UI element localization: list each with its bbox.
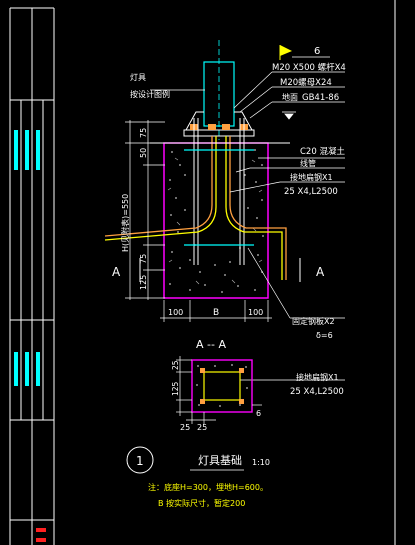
dim-25-a: 25 — [171, 360, 180, 370]
label-ground-steel: 接地扁钢X1 — [290, 172, 333, 182]
label-delta: δ=6 — [316, 331, 333, 340]
flag-marker — [279, 45, 330, 60]
dim-100-left: 100 — [168, 308, 183, 317]
dim-height: H(见附表)=550 — [120, 194, 130, 252]
leader-lines-top — [150, 71, 345, 119]
label-fix-plate: 固定钢板X2 — [292, 316, 335, 326]
dim-75-top: 75 — [139, 128, 148, 138]
note-1: 注：底座H=300，埋地H=600。 — [148, 482, 268, 492]
dim-6-plan: 6 — [256, 409, 261, 418]
label-concrete: C20 混凝土 — [300, 146, 345, 157]
anchor-bolts — [193, 118, 245, 265]
dim-b: B — [213, 308, 219, 318]
flag-number: 6 — [314, 46, 320, 57]
dim-50: 50 — [139, 148, 148, 158]
label-bolt: M20 X500 螺杆X4 — [272, 62, 346, 73]
label-ground: 地面 — [282, 92, 298, 102]
section-dimensions — [176, 356, 262, 424]
title-block-text — [14, 130, 46, 542]
leader-lines-right — [229, 157, 345, 381]
detail-circle — [126, 446, 154, 474]
dim-75-mid: 75 — [139, 254, 148, 264]
wire-pipe — [104, 136, 287, 280]
ground-symbol — [282, 111, 296, 120]
label-per-design: 按设计图例 — [130, 89, 170, 99]
label-lamp: 灯具 — [130, 72, 146, 82]
title-block — [9, 7, 55, 545]
label-nut: M20螺母X24 — [280, 77, 332, 88]
section-title: A -- A — [196, 338, 226, 351]
label-ground-steel-2: 接地扁钢X1 — [296, 372, 339, 382]
vertical-dimensions — [125, 120, 165, 300]
note-2: B 按实际尺寸，暂定200 — [158, 498, 245, 508]
section-plan — [191, 359, 253, 413]
section-a-right: A — [316, 265, 325, 279]
label-wire-pipe: 线管 — [300, 158, 316, 168]
fixing-plates — [184, 149, 254, 246]
detail-title: 灯具基础 — [198, 454, 242, 467]
dim-25-c: 25 — [197, 423, 207, 432]
dim-100-right: 100 — [248, 308, 263, 317]
detail-scale: 1:10 — [252, 458, 270, 467]
dim-125: 125 — [139, 275, 148, 290]
dim-25-b: 25 — [180, 423, 190, 432]
lamp-pole — [203, 40, 235, 140]
detail-number: 1 — [136, 454, 144, 468]
label-ground-steel-size: 25 X4,L2500 — [284, 187, 338, 197]
label-ground-steel-2-size: 25 X4,L2500 — [290, 387, 344, 397]
dim-125-v: 125 — [171, 381, 180, 396]
horizontal-dimensions — [160, 300, 272, 322]
label-ground-std: GB41-86 — [302, 93, 339, 103]
concrete-hatch — [169, 149, 264, 293]
section-a-left: A — [112, 265, 121, 279]
